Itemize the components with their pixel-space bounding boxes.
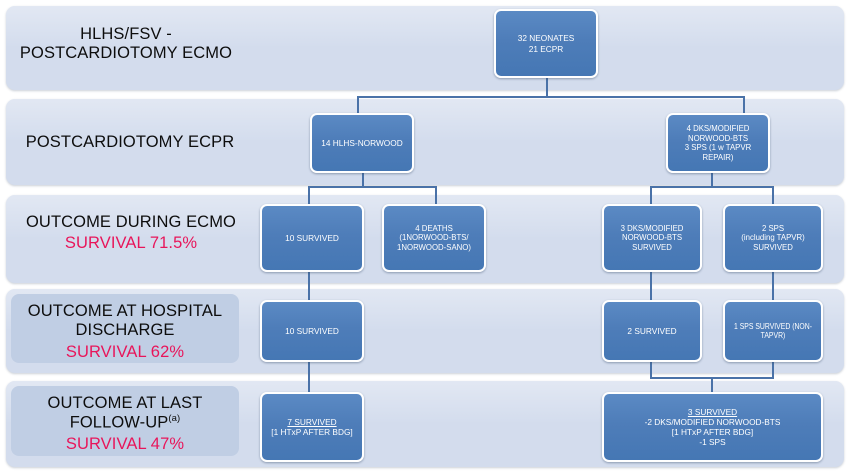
connector-disch2-down [650,362,652,378]
row-label-ecmo-line2: POSTCARDIOTOMY ECMO [19,44,233,63]
node-dks-sps-line-1: 4 DKS/MODIFIED [686,124,750,133]
survival-during-ecmo: SURVIVAL 71.5% [64,234,198,253]
connector-dks3-to-discharge [650,272,652,300]
node-ecmo-dks3-line-2: NORWOOD-BTS [621,233,683,243]
row-label-discharge-line2: DISCHARGE [75,321,175,340]
node-discharge-2-survived[interactable]: 2 SURVIVED [602,300,702,362]
node-ecmo-deaths4-line-1: 4 DEATHS [415,223,453,233]
connector-to-deaths4 [435,186,437,204]
node-ecmo-4-deaths[interactable]: 4 DEATHS (1NORWOOD-BTS/ 1NORWOOD-SANO) [382,204,486,272]
node-ecmo-deaths4-line-2: (1NORWOOD-BTS/ [399,233,469,243]
node-hlhs-norwood[interactable]: 14 HLHS-NORWOOD [310,113,414,173]
row-label-discharge-line1: OUTCOME AT HOSPITAL [27,302,223,320]
connector-sps2-to-discharge [772,272,774,300]
node-root-line-1: 32 NEONATES [517,33,575,44]
node-fu-survived7-line-2: [1 HTxP AFTER BDG] [271,427,353,437]
connector-norwood-bus [308,186,437,188]
node-followup-3-survived[interactable]: 3 SURVIVED -2 DKS/MODIFIED NORWOOD-BTS [… [602,392,823,462]
node-ecmo-survived10-text: 10 SURVIVED [265,233,359,243]
node-ecmo-survived10-line-1: 10 SURVIVED [285,232,339,243]
node-dks-modified-norwood-sps[interactable]: 4 DKS/MODIFIED NORWOOD-BTS 3 SPS (1 w TA… [666,113,770,173]
node-dks-sps-text: 4 DKS/MODIFIED NORWOOD-BTS 3 SPS (1 w TA… [671,124,765,162]
node-ecmo-sps2-text: 2 SPS (including TAPVR) SURVIVED [728,224,818,253]
node-ecmo-2-sps-survived[interactable]: 2 SPS (including TAPVR) SURVIVED [723,204,823,272]
node-dks-sps-line-2: NORWOOD-BTS [687,133,749,143]
node-ecmo-dks3-line-1: 3 DKS/MODIFIED [620,223,684,233]
row-label-followup-line2-text: FOLLOW-UP [69,413,169,432]
connector-to-sps2 [772,186,774,204]
node-disch-survived2-text: 2 SURVIVED [607,326,697,336]
node-ecmo-sps2-line-3: SURVIVED [753,242,793,252]
label-plate-followup [11,386,239,456]
node-discharge-1-sps-survived[interactable]: 1 SPS SURVIVED (NON- TAPVR) [723,300,823,362]
node-root-neonates[interactable]: 32 NEONATES 21 ECPR [494,9,598,78]
node-ecmo-10-survived[interactable]: 10 SURVIVED [260,204,364,272]
row-label-during-ecmo-line1: OUTCOME DURING ECMO [26,213,236,231]
node-ecmo-dks3-text: 3 DKS/MODIFIED NORWOOD-BTS SURVIVED [607,224,697,253]
node-fu-survived7-text: 7 SURVIVED [1 HTxP AFTER BDG] [265,417,359,437]
node-disch-sps1-line-1: 1 SPS SURVIVED (NON- [733,321,813,331]
survival-discharge: SURVIVAL 62% [65,342,185,361]
row-label-ecpr-line1: POSTCARDIOTOMY ECPR [25,133,235,151]
row-label-during-ecmo: OUTCOME DURING ECMO SURVIVAL 71.5% [10,213,252,254]
label-plate-discharge [11,294,239,363]
connector-to-survived10 [308,186,310,204]
node-disch-survived2-line-1: 2 SURVIVED [627,325,677,336]
node-root-text: 32 NEONATES 21 ECPR [499,33,593,53]
node-discharge-10-survived[interactable]: 10 SURVIVED [260,300,364,362]
connector-survived10-to-discharge [308,272,310,300]
connector-dkssps-down [711,173,713,187]
connector-norwood-down [362,173,364,187]
node-fu-survived3-line-4: -1 SPS [699,437,726,448]
node-ecmo-sps2-line-2: (including TAPVR) [741,233,805,243]
row-label-followup-line2: FOLLOW-UP(a) [13,413,237,433]
connector-merge-down [711,377,713,394]
node-root-line-2: 21 ECPR [528,43,564,54]
node-ecmo-sps2-line-1: 2 SPS [761,223,785,233]
node-followup-7-survived[interactable]: 7 SURVIVED [1 HTxP AFTER BDG] [260,392,364,462]
survival-followup: SURVIVAL 47% [65,435,185,454]
node-fu-survived3-line-2: -2 DKS/MODIFIED NORWOOD-BTS [644,416,781,427]
node-ecmo-deaths4-text: 4 DEATHS (1NORWOOD-BTS/ 1NORWOOD-SANO) [387,224,481,253]
node-disch-survived10-text: 10 SURVIVED [265,326,359,336]
node-ecmo-dks3-line-3: SURVIVED [632,242,672,252]
node-fu-survived3-line-1: 3 SURVIVED [687,406,738,417]
node-disch-survived10-line-1: 10 SURVIVED [285,325,339,336]
node-dks-sps-line-3: 3 SPS (1 w TAPVR [684,143,752,152]
row-label-ecmo-line1: HLHS/FSV - [80,25,172,43]
row-label-ecmo: HLHS/FSV - POSTCARDIOTOMY ECMO [16,25,236,64]
connector-root-bus [357,96,745,98]
row-label-followup-line1: OUTCOME AT LAST [47,394,203,412]
node-dks-sps-line-4: REPAIR) [702,152,734,162]
node-disch-sps1-text: 1 SPS SURVIVED (NON- TAPVR) [733,322,812,341]
connector-root-down [546,78,548,97]
connector-disch1sps-down [772,362,774,378]
row-label-ecpr: POSTCARDIOTOMY ECPR [10,133,250,152]
node-disch-sps1-line-2: TAPVR) [760,331,786,340]
node-fu-survived3-text: 3 SURVIVED -2 DKS/MODIFIED NORWOOD-BTS [… [607,407,818,447]
connector-to-dks-sps [743,96,745,113]
row-label-discharge: OUTCOME AT HOSPITAL DISCHARGE SURVIVAL 6… [13,302,237,362]
connector-dkssps-bus [650,186,774,188]
node-ecmo-deaths4-line-3: 1NORWOOD-SANO) [397,242,471,252]
node-ecmo-3-dks-survived[interactable]: 3 DKS/MODIFIED NORWOOD-BTS SURVIVED [602,204,702,272]
connector-to-dks3 [650,186,652,204]
node-fu-survived7-line-1: 7 SURVIVED [287,416,337,427]
connector-to-norwood [357,96,359,113]
footnote-marker: (a) [168,413,181,425]
row-label-followup: OUTCOME AT LAST FOLLOW-UP(a) SURVIVAL 47… [13,394,237,455]
connector-discharge10-to-followup [308,362,310,392]
node-norwood-text: 14 HLHS-NORWOOD [315,138,409,148]
node-norwood-line-1: 14 HLHS-NORWOOD [321,137,403,148]
node-fu-survived3-line-3: [1 HTxP AFTER BDG] [671,427,754,437]
